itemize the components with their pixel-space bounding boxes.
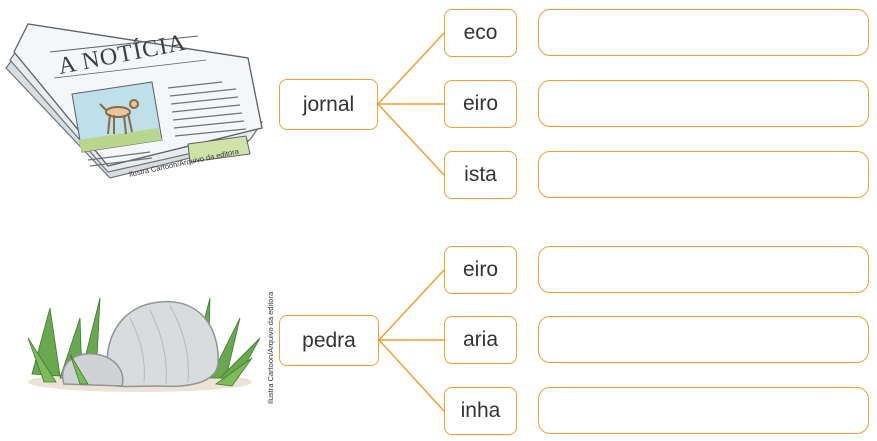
answer-field-jornaleiro[interactable] (538, 80, 869, 127)
root-word-jornal: jornal (279, 79, 378, 130)
newspaper-illustration: A NOTÍCIA (5, 23, 263, 179)
suffix-box-eiro: eiro (444, 80, 517, 128)
answer-field-pedrinha[interactable] (538, 387, 869, 434)
suffix-box-eiro: eiro (444, 246, 517, 294)
answer-field-jornaleco[interactable] (538, 9, 869, 56)
image-credit-stone: Ilustra Cartoon/Arquivo da editora (266, 291, 275, 404)
suffix-box-eco: eco (444, 9, 517, 57)
suffix-box-inha: inha (444, 387, 517, 435)
answer-field-pedreiro[interactable] (538, 246, 869, 293)
answer-field-jornalista[interactable] (538, 151, 869, 198)
suffix-box-ista: ista (444, 151, 517, 199)
suffix-box-aria: aria (444, 316, 517, 364)
answer-field-pedraria[interactable] (538, 316, 869, 363)
stone-illustration (27, 297, 261, 392)
root-word-pedra: pedra (279, 315, 379, 366)
